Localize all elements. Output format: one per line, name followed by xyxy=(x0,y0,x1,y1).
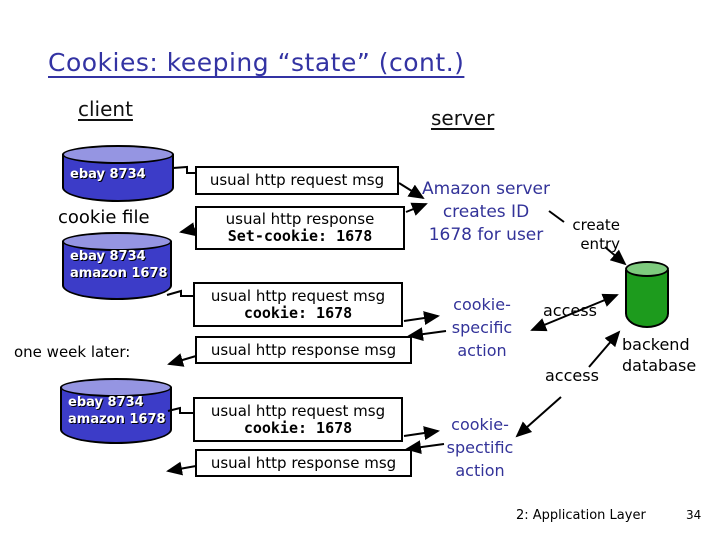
msg-line: usual http request msg xyxy=(210,286,386,305)
http-msg-box-6: usual http response msg xyxy=(195,449,412,477)
create-entry-note: create entry xyxy=(552,216,620,254)
msg-line: usual http request msg xyxy=(209,171,385,189)
arrow-access2-to-db xyxy=(588,330,621,368)
note-line: action xyxy=(455,461,505,480)
backend-database-label: backend database xyxy=(622,334,696,376)
http-msg-box-3: usual http request msg cookie: 1678 xyxy=(193,282,403,327)
note-line: database xyxy=(622,356,697,375)
cookie-file-cylinder-3: ebay 8734 amazon 1678 xyxy=(60,378,172,444)
msg-line: usual http response xyxy=(225,210,375,228)
cylinder-top xyxy=(62,232,172,251)
cookie-file-entry: ebay 8734 xyxy=(68,395,144,410)
cookie-file-caption: cookie file xyxy=(58,207,150,228)
cookie-file-entry: ebay 8734 xyxy=(70,167,146,182)
client-label: client xyxy=(78,97,133,121)
arrow-request2-to-action xyxy=(403,311,440,325)
cookie-file-entry: amazon 1678 xyxy=(70,266,168,281)
msg-line: usual http response msg xyxy=(210,453,397,472)
note-line: specific xyxy=(451,318,513,337)
arrow-request3-to-action xyxy=(403,426,440,440)
connector-file1-to-request1 xyxy=(172,165,195,174)
note-line: cookie- xyxy=(453,295,511,314)
note-line: backend xyxy=(622,335,690,354)
slide-title: Cookies: keeping “state” (cont.) xyxy=(48,48,465,77)
cookie-file-entry: ebay 8734 xyxy=(70,249,146,264)
cylinder-body xyxy=(625,270,669,328)
note-line: cookie- xyxy=(451,415,509,434)
note-line: action xyxy=(457,341,507,360)
arrow-response1-to-client xyxy=(179,222,197,237)
cookie-specific-action-note-1: cookie- specific action xyxy=(440,293,524,362)
cookie-file-cylinder-2: ebay 8734 amazon 1678 xyxy=(62,232,172,300)
cookie-specific-action-note-2: cookie- spectific action xyxy=(436,413,524,482)
cookie-file-entry: amazon 1678 xyxy=(68,412,166,427)
one-week-later-label: one week later: xyxy=(14,343,131,361)
http-msg-box-1: usual http request msg xyxy=(195,166,399,195)
cookie-file-cylinder-1: ebay 8734 xyxy=(62,145,174,202)
msg-line-mono: cookie: 1678 xyxy=(243,303,353,322)
note-line: entry xyxy=(580,235,620,253)
msg-line: usual http response msg xyxy=(210,340,397,359)
note-line: create xyxy=(572,216,620,234)
note-line: Amazon server xyxy=(422,179,550,199)
arrow-response3-to-client xyxy=(166,461,197,476)
note-line: spectific xyxy=(446,438,514,457)
access-label-1: access xyxy=(543,301,597,320)
http-msg-box-4: usual http response msg xyxy=(195,336,412,364)
backend-database-cylinder xyxy=(625,261,669,328)
footer-section: 2: Application Layer xyxy=(516,508,646,523)
server-label: server xyxy=(431,106,495,130)
msg-line-mono: Set-cookie: 1678 xyxy=(227,227,373,245)
arrow-response2-to-client xyxy=(167,353,197,367)
cylinder-top xyxy=(62,145,174,164)
amazon-creates-note: Amazon server creates ID 1678 for user xyxy=(413,178,559,247)
note-line: 1678 for user xyxy=(428,225,544,245)
http-msg-box-5: usual http request msg cookie: 1678 xyxy=(193,397,403,442)
msg-line: usual http request msg xyxy=(210,401,386,420)
footer-page: 34 xyxy=(686,508,702,522)
msg-line-mono: cookie: 1678 xyxy=(243,418,353,437)
cylinder-top xyxy=(60,378,172,397)
note-line: creates ID xyxy=(442,202,530,222)
access-label-2: access xyxy=(545,366,599,385)
http-msg-box-2: usual http response Set-cookie: 1678 xyxy=(195,206,405,250)
cylinder-top xyxy=(625,261,669,277)
